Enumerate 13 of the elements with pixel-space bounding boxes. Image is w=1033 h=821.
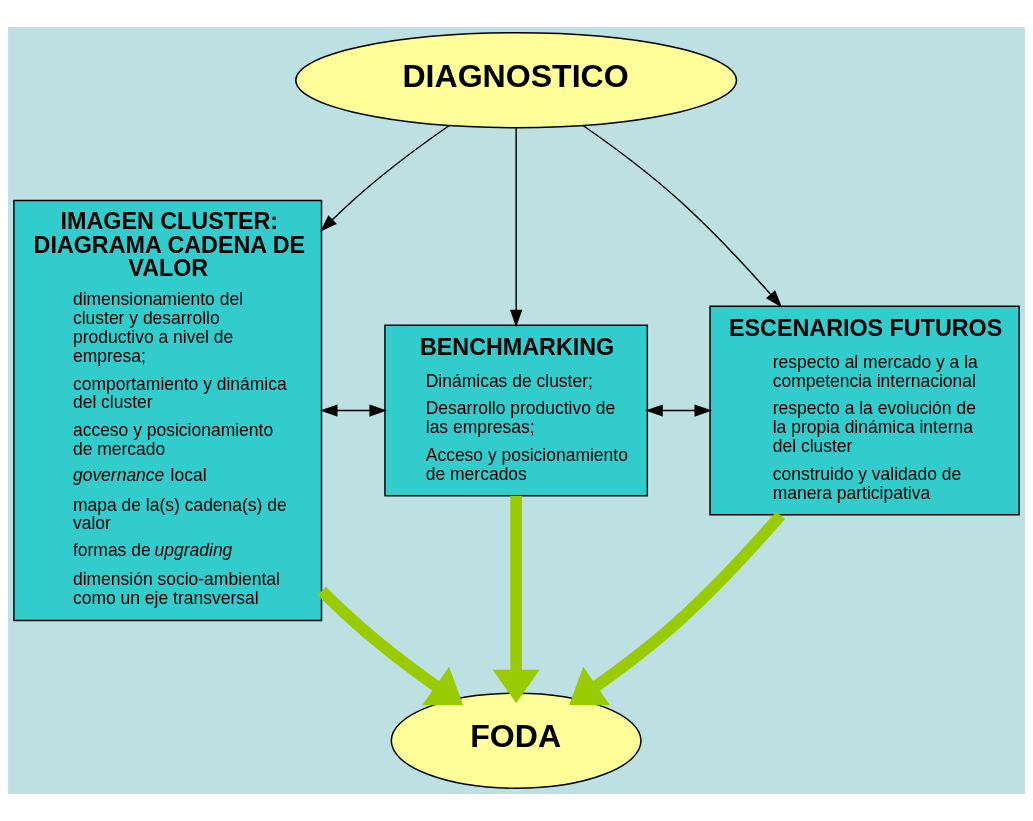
- arrow: [582, 124, 783, 308]
- arrow: [317, 586, 464, 706]
- arrow: [569, 511, 786, 706]
- node-ellipse: DIAGNOSTICO: [295, 32, 738, 129]
- arrow: [510, 127, 523, 328]
- arrow: [492, 495, 540, 704]
- node-box: ESCENARIOS FUTUROS respecto al mercado y a la competencia internacional respecto a la evolución de la propia dinámica interna del cluster construido y validado de manera participativa: [709, 305, 1020, 516]
- arrow: [320, 124, 450, 232]
- arrow: [645, 404, 712, 417]
- node-box: BENCHMARKING Dinámicas de cluster; Desarrollo productivo de las empresas; Acceso y posicionamiento de mercados: [384, 324, 649, 497]
- node-ellipse: FODA: [390, 692, 642, 789]
- arrow: [319, 404, 387, 417]
- node-box: IMAGEN CLUSTER: DIAGRAMA CADENA DE VALOR dimensionamiento del cluster y desarrollo productivo a nivel de empresa; comportamiento y dinámica del cluster acceso y posicionamiento de mercado governance local mapa de la(s) cadena(s) de valor formas de upgrading dimensión socio-ambiental como un eje transversal: [13, 199, 323, 622]
